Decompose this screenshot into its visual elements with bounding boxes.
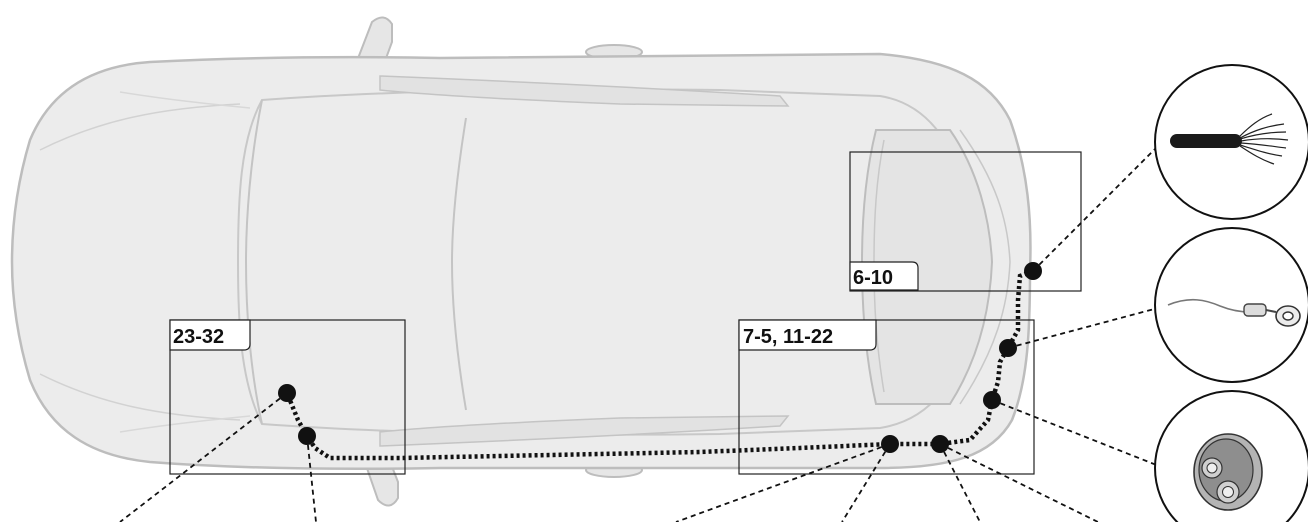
- hood-crease-top: [119, 91, 251, 109]
- b-pillar-line: [450, 117, 467, 411]
- connection-point: [278, 384, 296, 402]
- grommet-icon: [1154, 390, 1308, 527]
- side-window-bottom: [379, 415, 790, 447]
- leader-lines: [119, 141, 1165, 523]
- ring-terminal-icon: [1154, 227, 1308, 383]
- connection-point: [983, 391, 1001, 409]
- hood-crease-bottom: [119, 415, 251, 433]
- connection-points: [278, 262, 1042, 453]
- connection-point: [881, 435, 899, 453]
- section-box-rear: 6-10: [849, 151, 1082, 292]
- section-label-rear-side: 7-5, 11-22: [743, 326, 833, 348]
- wire-connector-icon: [1154, 64, 1308, 220]
- connection-point: [999, 339, 1017, 357]
- car-top-view: [10, 16, 1032, 507]
- connection-point: [298, 427, 316, 445]
- car-body: [10, 52, 1032, 470]
- connection-point: [1024, 262, 1042, 280]
- windshield-line: [244, 99, 263, 425]
- section-label-rear: 6-10: [853, 267, 893, 289]
- section-box-front: 23-32: [169, 319, 406, 475]
- cable-route: [284, 268, 1034, 461]
- hood-line-bottom: [39, 373, 241, 421]
- side-window-top: [379, 75, 790, 107]
- rear-window: [860, 129, 994, 405]
- section-label-front: 23-32: [173, 326, 224, 348]
- trunk-line: [959, 129, 1011, 405]
- hood-line-top: [39, 103, 241, 151]
- connection-point: [931, 435, 949, 453]
- section-box-rear-side: 7-5, 11-22: [738, 319, 1035, 475]
